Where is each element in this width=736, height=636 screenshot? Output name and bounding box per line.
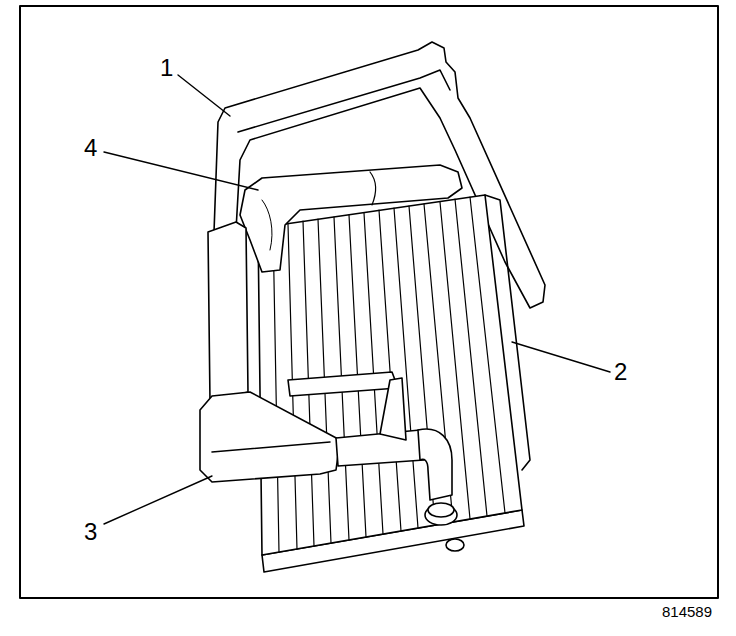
pipe-clamp bbox=[380, 378, 406, 440]
core-fins bbox=[273, 197, 505, 552]
accumulator-pipe bbox=[208, 222, 248, 402]
figure-number: 814589 bbox=[662, 604, 712, 619]
evaporator-core bbox=[258, 195, 522, 555]
leader-lines bbox=[104, 75, 610, 524]
frame bbox=[20, 6, 718, 598]
callout-number: 2 bbox=[614, 360, 627, 384]
lower-pipe-insulation bbox=[200, 392, 340, 482]
callout-number: 4 bbox=[84, 136, 97, 160]
callout-number: 3 bbox=[84, 520, 97, 544]
outlet-pipe bbox=[336, 430, 424, 466]
inlet-pipe bbox=[418, 429, 452, 500]
upper-pipe-insulation bbox=[240, 165, 462, 272]
callout-number: 1 bbox=[160, 56, 173, 80]
pipe-fitting bbox=[446, 539, 464, 551]
